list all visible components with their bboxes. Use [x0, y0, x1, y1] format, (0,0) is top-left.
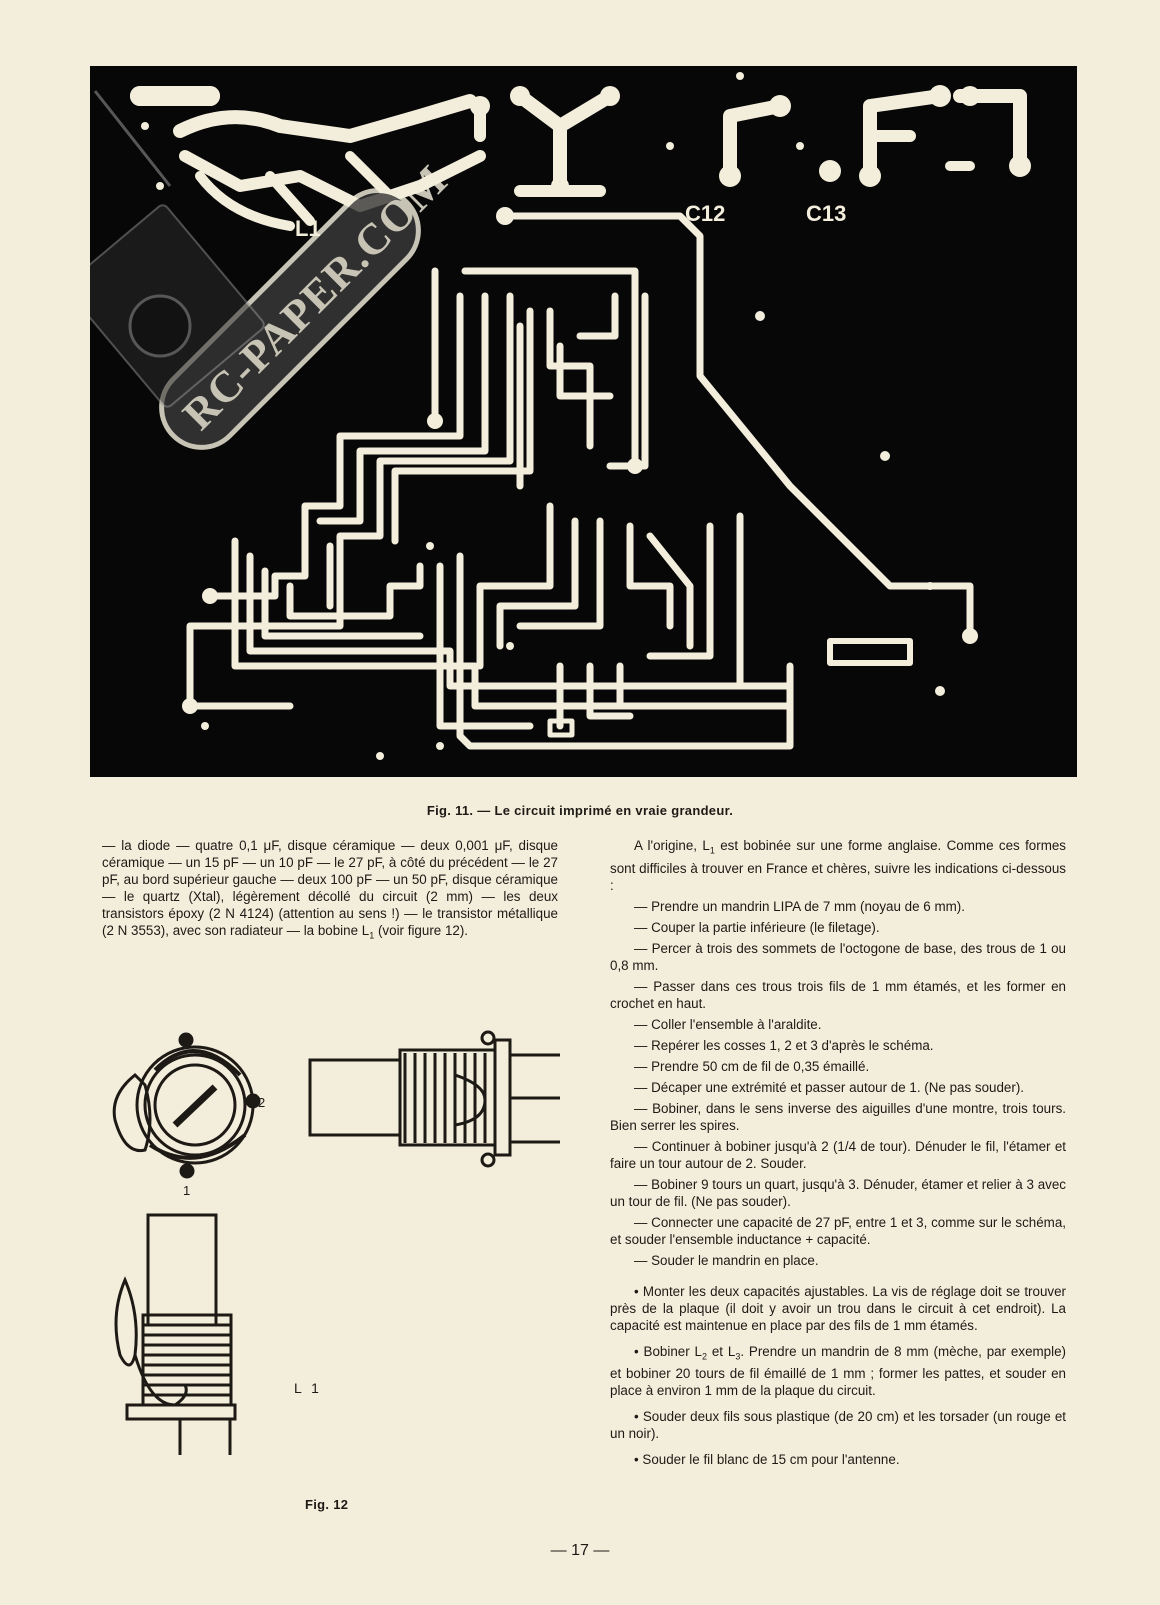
coil-intro-paragraph: A l'origine, L1 est bobinée sur une form…: [610, 838, 1066, 893]
right-column: A l'origine, L1 est bobinée sur une form…: [610, 837, 1066, 1477]
pcb-figure: L1 C12 C13 RC-PAPER.COM: [90, 66, 1077, 777]
coil-step: — Décaper une extrémité et passer autour…: [634, 1079, 1025, 1095]
coil-step: — Bobiner 9 tours un quart, jusqu'à 3. D…: [610, 1176, 1066, 1209]
bullet-coils: • Bobiner L2 et L3. Prendre un mandrin d…: [610, 1343, 1066, 1399]
pin-label-2: 2: [258, 1095, 265, 1110]
bullet-antenna: • Souder le fil blanc de 15 cm pour l'an…: [634, 1452, 900, 1468]
coil-step: — Bobiner, dans le sens inverse des aigu…: [610, 1100, 1066, 1133]
coil-step: — Souder le mandrin en place.: [634, 1252, 819, 1268]
left-column: — la diode — quatre 0,1 μF, disque céram…: [102, 837, 558, 945]
bullet-capacitors: • Monter les deux capacités ajustables. …: [610, 1283, 1066, 1333]
coil-side-view: [308, 1030, 560, 1168]
figure-11-caption: Fig. 11. — Le circuit imprimé en vraie g…: [426, 803, 734, 818]
pcb-label-c12: C12: [685, 201, 725, 226]
coil-label-l1: L 1: [294, 1380, 322, 1396]
coil-step: — Prendre un mandrin LIPA de 7 mm (noyau…: [634, 898, 965, 914]
coil-step: — Passer dans ces trous trois fils de 1 …: [610, 978, 1066, 1011]
figure-12-coil-drawing: 3 2 1: [112, 1030, 560, 1455]
coil-vertical-view: [114, 1213, 237, 1455]
component-list-paragraph: — la diode — quatre 0,1 μF, disque céram…: [102, 838, 558, 941]
coil-step: — Prendre 50 cm de fil de 0,35 émaillé.: [634, 1058, 870, 1074]
bullet-wires: • Souder deux fils sous plastique (de 20…: [610, 1409, 1066, 1442]
pin-label-1: 1: [183, 1183, 190, 1198]
coil-step: — Connecter une capacité de 27 pF, entre…: [610, 1214, 1066, 1247]
coil-step: — Coller l'ensemble à l'araldite.: [634, 1016, 822, 1032]
coil-step: — Repérer les cosses 1, 2 et 3 d'après l…: [634, 1037, 934, 1053]
transmitter-icon: [90, 90, 265, 408]
coil-step: — Percer à trois des sommets de l'octogo…: [610, 940, 1066, 973]
page-number: — 17 —: [550, 1542, 610, 1559]
pcb-label-c13: C13: [806, 201, 846, 226]
coil-step: — Continuer à bobiner jusqu'à 2 (1/4 de …: [610, 1138, 1066, 1171]
pcb-artwork: L1 C12 C13 RC-PAPER.COM: [90, 72, 1031, 760]
figure-12-caption: Fig. 12: [305, 1497, 349, 1512]
coil-step: — Couper la partie inférieure (le fileta…: [634, 919, 880, 935]
coil-top-view: 3 2 1: [112, 1032, 265, 1198]
